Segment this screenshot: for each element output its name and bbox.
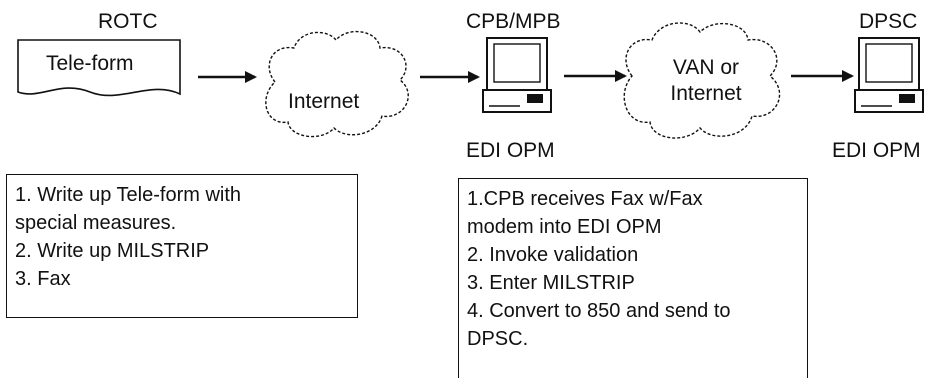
van-cloud-shape (623, 22, 781, 139)
teleform-label: Tele-form (46, 52, 134, 75)
dpsc-computer-icon (854, 37, 924, 113)
cpb-step-line: 2. Invoke validation (467, 244, 639, 266)
rotc-step-line: special measures. (15, 212, 177, 234)
van-cloud-label-line1: VAN or (672, 56, 740, 79)
cpb-computer-icon (482, 37, 552, 113)
cpb-step-line: 4. Convert to 850 and send to (467, 300, 731, 322)
rotc-title: ROTC (98, 10, 158, 33)
teleform-document-shape (17, 39, 181, 97)
cpb-steps-box: 1.CPB receives Fax w/Fax modem into EDI … (458, 178, 808, 378)
cpb-caption: EDI OPM (466, 139, 555, 162)
cpb-step-line: modem into EDI OPM (467, 216, 662, 238)
rotc-step-line: 1. Write up Tele-form with (15, 184, 242, 206)
cpb-step-line: DPSC. (467, 328, 529, 350)
cpb-step-line: 1.CPB receives Fax w/Fax (467, 188, 703, 210)
dpsc-caption: EDI OPM (832, 139, 921, 162)
rotc-step-line: 3. Fax (15, 268, 71, 290)
cpb-title: CPB/MPB (466, 10, 561, 33)
rotc-steps-box: 1. Write up Tele-form with special measu… (6, 174, 358, 318)
internet-cloud-shape (265, 30, 409, 138)
rotc-step-line: 2. Write up MILSTRIP (15, 240, 210, 262)
dpsc-title: DPSC (859, 10, 918, 33)
internet-cloud-label: Internet (288, 90, 360, 113)
cpb-step-line: 3. Enter MILSTRIP (467, 272, 635, 294)
van-cloud-label-line2: Internet (670, 82, 742, 105)
